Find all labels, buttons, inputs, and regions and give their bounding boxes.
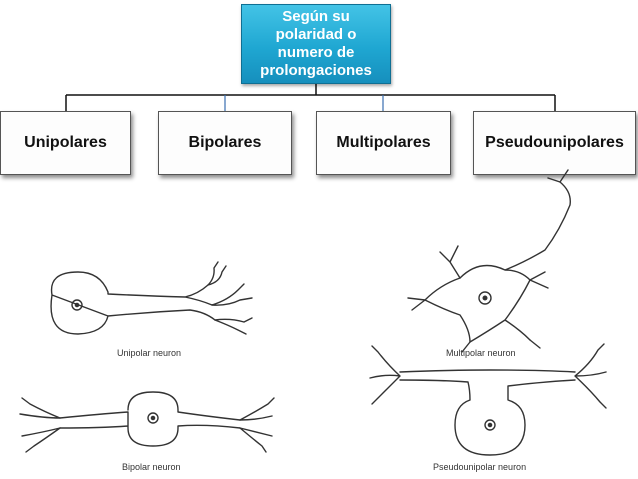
child-node-label: Pseudounipolares <box>485 134 624 151</box>
caption-bipolar: Bipolar neuron <box>122 462 181 472</box>
pseudounipolar-neuron-illustration <box>369 343 607 456</box>
child-node-label: Multipolares <box>336 134 431 151</box>
unipolar-neuron-illustration <box>50 261 253 335</box>
child-node-bipolares: Bipolares <box>158 111 292 175</box>
child-node-label: Bipolares <box>188 134 262 151</box>
root-node: Según su polaridad o numero de prolongac… <box>241 4 391 84</box>
root-node-label: Según su polaridad o numero de prolongac… <box>260 8 372 79</box>
child-node-pseudounipolares: Pseudounipolares <box>473 111 636 175</box>
multipolar-neuron-illustration <box>407 169 571 353</box>
caption-pseudounipolar: Pseudounipolar neuron <box>433 462 527 472</box>
caption-unipolar: Unipolar neuron <box>117 348 182 358</box>
child-node-multipolares: Multipolares <box>316 111 451 175</box>
child-node-label: Unipolares <box>24 134 107 151</box>
caption-multipolar: Multipolar neuron <box>446 348 516 358</box>
bipolar-neuron-illustration <box>19 391 275 453</box>
child-node-unipolares: Unipolares <box>0 111 131 175</box>
